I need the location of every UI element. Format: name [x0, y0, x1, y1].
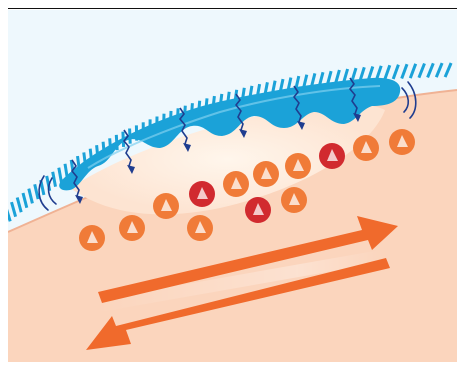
orange-particle — [253, 161, 279, 187]
triangle-particle-icon — [197, 187, 208, 199]
crack-line — [293, 85, 304, 127]
orange-particle — [187, 215, 213, 241]
triangle-particle-icon — [289, 193, 300, 205]
orange-particle — [353, 135, 379, 161]
crack-arrowhead — [239, 129, 247, 138]
crack-arrowhead — [75, 195, 83, 204]
top-rule — [8, 8, 457, 9]
hatch-stroke — [374, 65, 383, 81]
orange-particle — [285, 153, 311, 179]
hatch-stroke — [417, 62, 426, 79]
crack-line — [179, 107, 190, 149]
red-particle — [245, 197, 271, 223]
triangle-particle-icon — [195, 221, 206, 233]
hatch-stroke — [400, 63, 409, 80]
hatch-stroke — [10, 201, 18, 218]
orange-particle — [389, 129, 415, 155]
ice-slab — [59, 77, 401, 191]
crack-arrowhead — [183, 143, 191, 152]
triangle-particle-icon — [327, 149, 338, 161]
triangle-particle-icon — [253, 203, 264, 215]
hatch-stroke — [391, 64, 400, 80]
triangle-particle-icon — [87, 231, 98, 243]
hatch-stroke — [27, 188, 34, 204]
hatch-stroke — [426, 62, 435, 78]
hatch-stroke — [443, 62, 453, 78]
hatch-stroke — [21, 192, 29, 209]
hatch-stroke — [57, 167, 63, 183]
triangle-particle-icon — [231, 177, 242, 189]
arrow-left-icon — [86, 258, 390, 350]
hatch-stroke — [383, 64, 392, 81]
crack-lines — [71, 77, 361, 204]
crack-arrowhead — [127, 165, 135, 174]
crack-line — [71, 159, 82, 201]
motion-marks — [38, 81, 417, 211]
hatch-stroke — [51, 171, 57, 187]
hatch-stroke — [15, 197, 23, 213]
orange-particle — [119, 215, 145, 241]
crack-arrowhead — [353, 113, 361, 122]
arrow-right-icon — [98, 216, 398, 303]
triangle-particle-icon — [161, 199, 172, 211]
ice-highlight — [87, 85, 381, 169]
triangle-particle-icon — [127, 221, 138, 233]
contact-glow — [70, 104, 385, 215]
orange-particle — [79, 225, 105, 251]
orange-particle — [281, 187, 307, 213]
crack-line — [123, 129, 134, 171]
hatch-stroke — [434, 62, 444, 78]
crack-arrowhead — [297, 121, 305, 130]
orange-particle — [223, 171, 249, 197]
triangle-particle-icon — [397, 135, 408, 147]
hatch-stroke — [33, 183, 40, 200]
triangle-particle-icon — [261, 167, 272, 179]
triangle-particle-icon — [293, 159, 304, 171]
particles-layer — [79, 129, 415, 251]
orange-particle — [153, 193, 179, 219]
red-particle — [189, 181, 215, 207]
crack-line — [349, 77, 360, 119]
red-particle — [319, 143, 345, 169]
hatch-stroke — [8, 208, 12, 222]
crack-line — [235, 93, 246, 135]
hatch-stroke — [408, 63, 418, 79]
motion-streak — [96, 250, 384, 312]
triangle-particle-icon — [361, 141, 372, 153]
